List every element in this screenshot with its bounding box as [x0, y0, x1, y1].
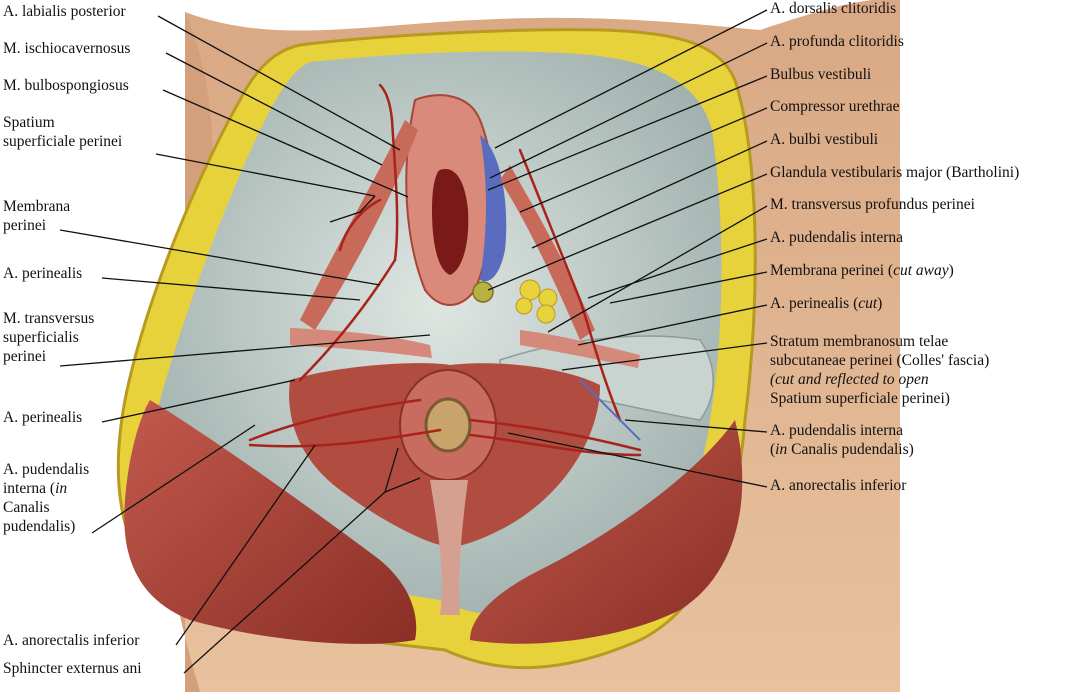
- ischiocavernosus-left: [300, 120, 418, 330]
- label-compressor-urethrae: Compressor urethrae: [770, 97, 900, 116]
- label-a-perinealis-1: A. perinealis: [3, 264, 82, 283]
- label-line: Spatium superficiale perinei): [770, 390, 950, 407]
- label-line: A. perinealis (cut): [770, 295, 883, 312]
- label-line: A. perinealis: [3, 265, 83, 282]
- ischiocavernosus-right: [500, 165, 595, 340]
- label-a-labialis-posterior: A. labialis posterior: [3, 2, 126, 21]
- label-m-ischiocavernosus: M. ischiocavernosus: [3, 39, 130, 58]
- label-line: A. bulbi vestibuli: [770, 131, 879, 148]
- label-m-bulbospongiosus: M. bulbospongiosus: [3, 76, 129, 95]
- label-m-transversus-profundus: M. transversus profundus perinei: [770, 195, 975, 214]
- fat-lobules: [515, 279, 558, 324]
- label-membrana-perinei-cut: Membrana perinei (cut away): [770, 261, 954, 280]
- label-line: interna (in: [3, 480, 68, 497]
- vestibule: [432, 169, 469, 275]
- label-line: perinei: [3, 217, 47, 234]
- label-line: A. dorsalis clitoridis: [770, 0, 897, 17]
- label-line: Canalis: [3, 499, 50, 516]
- label-a-anorectalis-inferior-right: A. anorectalis inferior: [770, 476, 906, 495]
- label-line: (in Canalis pudendalis): [770, 441, 914, 458]
- gluteus-left: [124, 400, 417, 644]
- label-line: Stratum membranosum telae: [770, 333, 949, 350]
- label-glandula-vestibularis: Glandula vestibularis major (Bartholini): [770, 163, 1019, 182]
- label-line: A. pudendalis: [3, 461, 90, 478]
- label-line: Sphincter externus ani: [3, 660, 142, 677]
- transversus-superficialis: [290, 328, 432, 358]
- transversus-right: [520, 330, 640, 368]
- label-a-pudendalis-interna-canalis: A. pudendalis interna (in Canalis pudenda…: [770, 421, 914, 459]
- label-line: M. transversus profundus perinei: [770, 196, 975, 213]
- label-line: A. perinealis: [3, 409, 83, 426]
- label-line: Glandula vestibularis major (Bartholini): [770, 164, 1020, 181]
- label-line: A. profunda clitoridis: [770, 33, 904, 50]
- label-a-perinealis-cut: A. perinealis (cut): [770, 294, 882, 313]
- label-line: Spatium: [3, 114, 55, 131]
- label-a-pudendalis-interna-right: A. pudendalis interna: [770, 228, 903, 247]
- label-membrana-perinei: Membrana perinei: [3, 197, 70, 235]
- anus: [424, 397, 472, 453]
- anococcygeal: [430, 480, 468, 615]
- bulbus-vestibuli: [480, 135, 507, 282]
- label-line: A. pudendalis interna: [770, 229, 904, 246]
- label-line: A. anorectalis inferior: [770, 477, 907, 494]
- label-line: A. labialis posterior: [3, 3, 126, 20]
- arteries: [248, 83, 642, 457]
- label-line: Bulbus vestibuli: [770, 66, 872, 83]
- label-line: perinei: [3, 348, 47, 365]
- label-line: M. bulbospongiosus: [3, 77, 129, 94]
- label-stratum-membranosum: Stratum membranosum telae subcutaneae per…: [770, 332, 989, 408]
- label-line: Membrana: [3, 198, 71, 215]
- label-a-profunda-clitoridis: A. profunda clitoridis: [770, 32, 904, 51]
- label-sphincter-externus-ani: Sphincter externus ani: [3, 659, 142, 678]
- label-m-transversus-superficialis: M. transversus superficialis perinei: [3, 309, 94, 366]
- label-a-anorectalis-inferior-left: A. anorectalis inferior: [3, 631, 139, 650]
- label-line: M. transversus: [3, 310, 95, 327]
- label-a-dorsalis-clitoridis: A. dorsalis clitoridis: [770, 0, 896, 18]
- label-line: superficiale perinei: [3, 133, 123, 150]
- label-line: A. anorectalis inferior: [3, 632, 140, 649]
- veins: [579, 379, 641, 441]
- label-line: subcutaneae perinei (Colles' fascia): [770, 352, 990, 369]
- label-line: pudendalis): [3, 518, 76, 535]
- label-line: Membrana perinei (cut away): [770, 262, 954, 279]
- label-spatium-superficiale: Spatium superficiale perinei: [3, 113, 122, 151]
- label-bulbus-vestibuli: Bulbus vestibuli: [770, 65, 871, 84]
- label-line: Compressor urethrae: [770, 98, 900, 115]
- label-line: (cut and reflected to open: [770, 371, 929, 388]
- label-line: A. pudendalis interna: [770, 422, 904, 439]
- label-line: superficialis: [3, 329, 79, 346]
- label-line: M. ischiocavernosus: [3, 40, 131, 57]
- bartholin-gland: [472, 281, 494, 303]
- label-a-bulbi-vestibuli: A. bulbi vestibuli: [770, 130, 878, 149]
- gluteus-right: [470, 420, 743, 644]
- label-a-perinealis-2: A. perinealis: [3, 408, 82, 427]
